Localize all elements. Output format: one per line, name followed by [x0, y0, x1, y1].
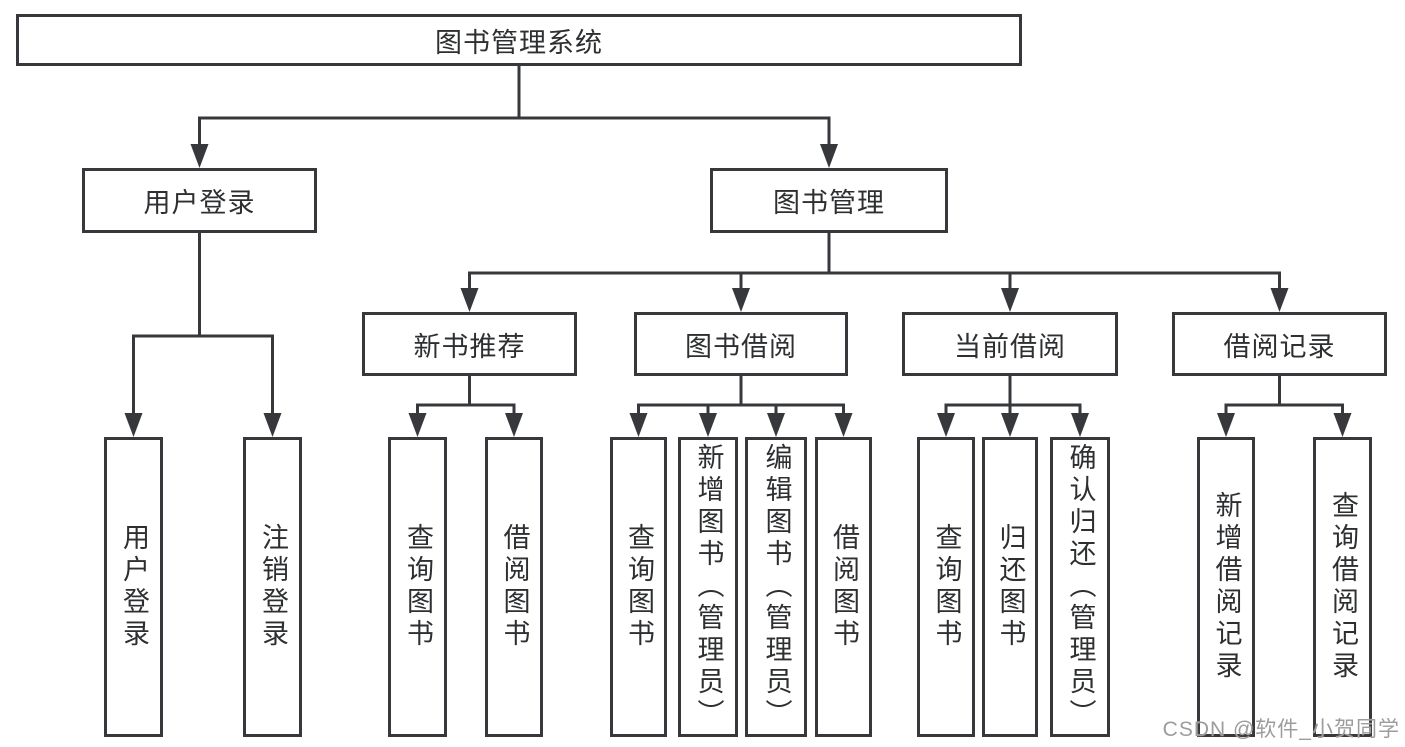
connectors-book-borrow	[629, 374, 853, 437]
node-label: 新增图书（管理员）	[693, 443, 724, 731]
leaf-confirm-return-admin: 确认归还（管理员）	[1050, 437, 1110, 737]
connectors-root	[190, 64, 838, 168]
node-label: 编辑图书（管理员）	[761, 443, 792, 731]
node-new-book-recommend: 新书推荐	[362, 312, 577, 376]
node-label: 借阅记录	[1223, 331, 1336, 362]
leaf-query-books-borrow: 查询图书	[610, 437, 667, 737]
connectors-book-management	[460, 231, 1289, 312]
node-label: 查询图书	[931, 523, 962, 651]
node-book-borrow: 图书借阅	[634, 312, 848, 376]
connectors-current-borrow	[937, 374, 1089, 437]
csdn-watermark: CSDN @软件_小贺同学	[1162, 718, 1400, 741]
node-label: 新书推荐	[413, 331, 526, 362]
connectors-user-login	[124, 231, 282, 437]
leaf-edit-book-admin: 编辑图书（管理员）	[745, 437, 807, 737]
node-label: 用户登录	[119, 523, 149, 651]
node-label: 当前借阅	[954, 331, 1066, 362]
connectors-borrow-records	[1217, 374, 1352, 437]
node-label: 注销登录	[258, 523, 288, 651]
node-borrow-records: 借阅记录	[1172, 312, 1387, 376]
node-label: 借阅图书	[829, 523, 859, 651]
leaf-query-books-recommend: 查询图书	[388, 437, 447, 737]
leaf-query-borrow-record: 查询借阅记录	[1313, 437, 1372, 737]
leaf-add-borrow-record: 新增借阅记录	[1197, 437, 1255, 737]
leaf-add-book-admin: 新增图书（管理员）	[678, 437, 738, 737]
leaf-borrow-books: 借阅图书	[815, 437, 872, 737]
node-label: 查询图书	[403, 523, 433, 651]
node-label: 用户登录	[143, 188, 256, 218]
leaf-return-book: 归还图书	[982, 437, 1038, 737]
node-label: 图书管理系统	[435, 27, 603, 58]
node-user-login: 用户登录	[82, 168, 317, 233]
leaf-user-login: 用户登录	[104, 437, 163, 737]
leaf-borrow-books-recommend: 借阅图书	[485, 437, 543, 737]
node-current-borrow: 当前借阅	[902, 312, 1118, 376]
node-label: 图书管理	[773, 188, 885, 218]
node-book-management: 图书管理	[710, 168, 948, 233]
node-label: 查询图书	[624, 523, 654, 651]
node-library-system: 图书管理系统	[16, 14, 1022, 66]
node-label: 查询借阅记录	[1328, 491, 1358, 683]
leaf-logout: 注销登录	[243, 437, 302, 737]
node-label: 归还图书	[995, 523, 1026, 651]
connectors-new-book-recommend	[408, 374, 523, 437]
node-label: 图书借阅	[685, 331, 797, 362]
leaf-query-books-current: 查询图书	[917, 437, 975, 737]
node-label: 确认归还（管理员）	[1065, 443, 1096, 731]
node-label: 借阅图书	[499, 523, 530, 651]
node-label: 新增借阅记录	[1211, 491, 1242, 683]
